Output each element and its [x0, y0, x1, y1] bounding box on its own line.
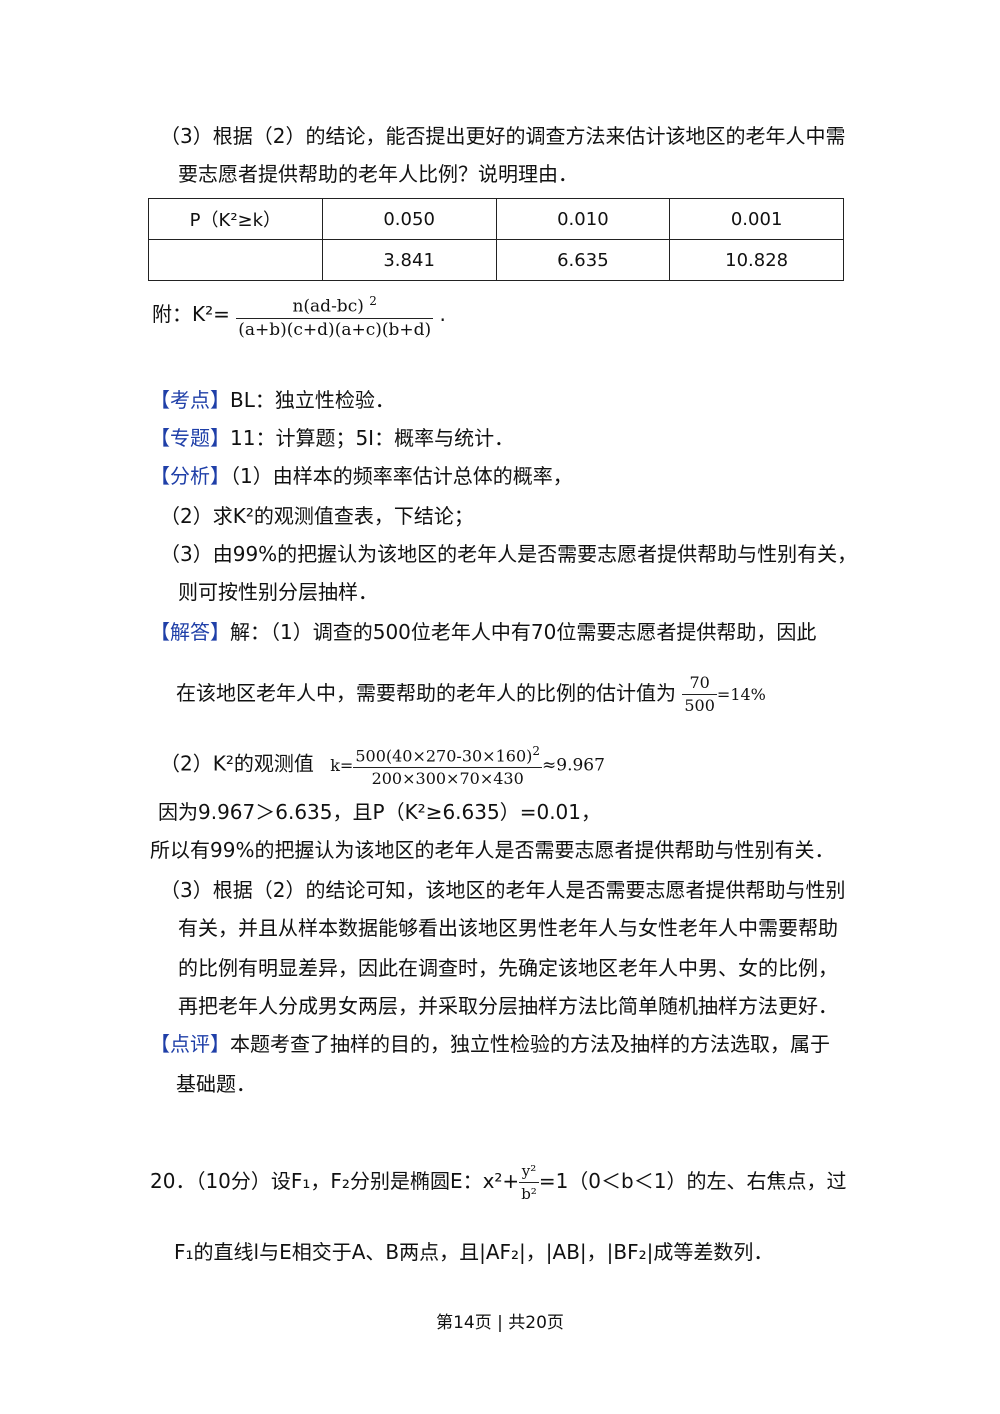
formula-prefix: 附：K²=: [152, 301, 230, 326]
jieda-line1: 【解答】解：（1）调查的500位老年人中有70位需要志愿者提供帮助，因此: [150, 618, 816, 646]
jieda-line2: 在该地区老年人中，需要帮助的老年人的比例的估计值为 70 500 =14%: [176, 672, 766, 717]
jieda-line3: （2）K²的观测值 k= 500(40×270-30×160)2 200×300…: [160, 740, 605, 790]
fenxi-line2: （2）求K²的观测值查表，下结论；: [160, 504, 474, 528]
table-cell: 0.050: [321, 198, 497, 240]
jieda-text1: 解：（1）调查的500位老年人中有70位需要志愿者提供帮助，因此: [230, 620, 817, 644]
k-result: ≈9.967: [542, 755, 605, 776]
fenxi-line1: 【分析】（1）由样本的频率率估计总体的概率，: [150, 462, 573, 490]
zhuanti-tag: 【专题】: [150, 426, 230, 450]
fraction-numerator: 70: [682, 672, 717, 695]
kaodian-text: BL：独立性检验．: [230, 388, 395, 412]
ellipse-denominator: b²: [521, 1185, 537, 1203]
k-numerator: 500(40×270-30×160): [355, 746, 533, 766]
jieda-line5: 所以有99%的把握认为该地区的老年人是否需要志愿者提供帮助与性别有关．: [150, 838, 835, 862]
jieda-line6: （3）根据（2）的结论可知，该地区的老年人是否需要志愿者提供帮助与性别: [160, 878, 846, 902]
kaodian-line: 【考点】BL：独立性检验．: [150, 386, 395, 414]
zhuanti-text: 11：计算题；5I：概率与统计．: [230, 426, 515, 450]
dianping-tag: 【点评】: [150, 1032, 230, 1056]
fenxi-line3: （3）由99%的把握认为该地区的老年人是否需要志愿者提供帮助与性别有关，: [160, 542, 858, 566]
k-prefix: k=: [330, 755, 354, 775]
table-row: P（K²≥k） 0.050 0.010 0.001: [148, 198, 844, 240]
formula-suffix: .: [439, 301, 446, 326]
table-cell: 3.841: [321, 239, 497, 281]
q20-line2: F₁的直线l与E相交于A、B两点，且|AF₂|，|AB|，|BF₂|成等差数列．: [174, 1240, 774, 1264]
formula-exponent: 2: [369, 294, 377, 308]
table-cell: [148, 239, 323, 281]
ellipse-fraction: y² b²: [519, 1160, 539, 1205]
fenxi-line4: 则可按性别分层抽样．: [178, 580, 378, 604]
k-denominator: 200×300×70×430: [371, 769, 524, 789]
q3-line1: （3）根据（2）的结论，能否提出更好的调查方法来估计该地区的老年人中需: [160, 124, 846, 148]
fenxi-text1: （1）由样本的频率率估计总体的概率，: [230, 464, 573, 488]
q20-line1: 20．（10分）设F₁，F₂分别是椭圆E：x²+ y² b² =1（0＜b＜1）…: [150, 1160, 846, 1205]
formula-fraction: n(ad-bc) 2 (a+b)(c+d)(a+c)(b+d): [236, 290, 434, 341]
formula-numerator: n(ad-bc): [292, 296, 364, 317]
table-cell: P（K²≥k）: [148, 198, 323, 240]
q20-text1b: =1（0＜b＜1）的左、右焦点，过: [538, 1169, 847, 1193]
jieda-text3: （2）K²的观测值: [160, 751, 314, 776]
zhuanti-line: 【专题】11：计算题；5I：概率与统计．: [150, 424, 514, 452]
table-cell: 0.010: [495, 198, 671, 240]
jieda-line7: 有关，并且从样本数据能够看出该地区男性老年人与女性老年人中需要帮助: [178, 916, 838, 940]
critical-value-table: P（K²≥k） 0.050 0.010 0.001 3.841 6.635 10…: [148, 198, 844, 281]
k2-formula: 附：K²= n(ad-bc) 2 (a+b)(c+d)(a+c)(b+d) .: [152, 290, 446, 341]
dianping-text1: 本题考查了抽样的目的，独立性检验的方法及抽样的方法选取，属于: [230, 1032, 830, 1056]
fraction-result: =14%: [716, 685, 766, 704]
k-exponent: 2: [532, 744, 541, 758]
jieda-line8: 的比例有明显差异，因此在调查时，先确定该地区老年人中男、女的比例，: [178, 956, 838, 980]
formula-denominator: (a+b)(c+d)(a+c)(b+d): [238, 319, 432, 340]
table-cell: 10.828: [669, 239, 844, 281]
proportion-fraction: 70 500: [682, 672, 717, 717]
jieda-line9: 再把老年人分成男女两层，并采取分层抽样方法比简单随机抽样方法更好．: [178, 994, 838, 1018]
ellipse-numerator: y²: [519, 1160, 539, 1183]
q3-line2: 要志愿者提供帮助的老年人比例？说明理由．: [178, 162, 578, 186]
dianping-line2: 基础题．: [176, 1072, 256, 1096]
k-fraction: 500(40×270-30×160)2 200×300×70×430: [353, 740, 543, 790]
jieda-line4: 因为9.967＞6.635，且P（K²≥6.635）=0.01，: [158, 800, 602, 824]
fraction-denominator: 500: [684, 696, 715, 715]
kaodian-tag: 【考点】: [150, 388, 230, 412]
q20-text1a: 20．（10分）设F₁，F₂分别是椭圆E：x²+: [150, 1169, 520, 1193]
table-cell: 0.001: [669, 198, 844, 240]
page-footer: 第14页 | 共20页: [436, 1313, 564, 1333]
dianping-line1: 【点评】本题考查了抽样的目的，独立性检验的方法及抽样的方法选取，属于: [150, 1030, 830, 1058]
jieda-text2: 在该地区老年人中，需要帮助的老年人的比例的估计值为: [176, 681, 676, 705]
table-cell: 6.635: [495, 239, 671, 281]
jieda-tag: 【解答】: [150, 620, 230, 644]
fenxi-tag: 【分析】: [150, 464, 230, 488]
table-row: 3.841 6.635 10.828: [148, 239, 844, 281]
